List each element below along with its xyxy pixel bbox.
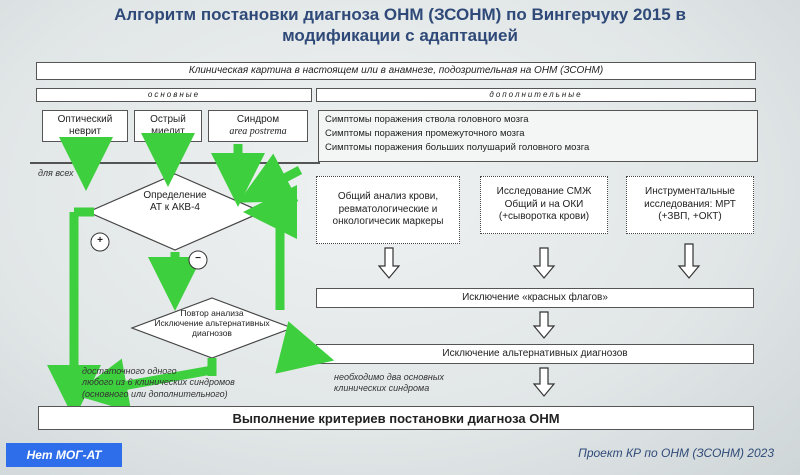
clinical-picture-header: Клиническая картина в настоящем или в ан…	[36, 62, 756, 80]
antibody-test-line-1: Определение	[143, 190, 207, 201]
sufficient-note: достаточного одного любого из 6 клиничес…	[82, 366, 292, 400]
symptom-diencephalon: Симптомы поражения промежуточного мозга	[325, 127, 525, 139]
additional-criteria-header: дополнительные	[316, 88, 756, 102]
negative-sign: −	[195, 253, 201, 264]
csf-tests-label: Исследование СМЖ Общий и на ОКИ (+сыворо…	[496, 186, 592, 223]
required-note-line-1: необходимо два основных	[334, 372, 445, 382]
title-line-2: модификации с адаптацией	[282, 26, 518, 46]
arrow-symptoms-to-diamond	[238, 153, 303, 203]
repeat-analysis-line-3: диагнозов	[192, 328, 232, 339]
positive-circle	[90, 232, 110, 252]
repeat-analysis-line-2: Исключение альтернативных	[154, 318, 270, 329]
project-footer: Проект КР по ОНМ (ЗСОНМ) 2023	[578, 446, 774, 460]
title-line-1: Алгоритм постановки диагноза ОНМ (ЗСОНМ)…	[114, 5, 686, 24]
repeat-analysis-text: Повтор анализа Исключение альтернативных…	[148, 308, 276, 339]
red-flags-exclusion-box: Исключение «красных флагов»	[316, 288, 754, 308]
required-note: необходимо два основных клинических синд…	[334, 372, 494, 395]
negative-circle	[188, 250, 208, 270]
csf-tests-box: Исследование СМЖ Общий и на ОКИ (+сыворо…	[480, 176, 608, 234]
no-mog-badge: Нет МОГ-АТ	[6, 443, 122, 467]
area-postrema-box: Синдром area postrema	[208, 110, 308, 142]
symptom-brainstem: Симптомы поражения ствола головного мозг…	[325, 114, 529, 125]
blood-tests-label: Общий анализ крови, ревматологические и …	[332, 191, 444, 228]
required-note-line-2: клинических синдрома	[334, 383, 430, 394]
hollow-arrow-red-flags	[532, 311, 556, 339]
additional-symptoms-box: Симптомы поражения ствола головного мозг…	[318, 110, 758, 162]
instrumental-tests-box: Инструментальные исследования: МРТ (+ЗВП…	[626, 176, 754, 234]
area-postrema-label-2: area postrema	[229, 126, 287, 137]
acute-myelitis-label: Острый миелит	[150, 113, 186, 138]
arrow-to-alternatives	[275, 321, 335, 374]
final-criteria-box: Выполнение критериев постановки диагноза…	[38, 406, 754, 430]
sufficient-note-line-3: (основного или дополнительного)	[82, 388, 228, 399]
slide-title: Алгоритм постановки диагноза ОНМ (ЗСОНМ)…	[30, 4, 770, 47]
optic-neuritis-label: Оптический неврит	[57, 113, 113, 138]
blood-tests-box: Общий анализ крови, ревматологические и …	[316, 176, 460, 244]
main-criteria-header: основные	[36, 88, 312, 102]
sufficient-note-line-1: достаточного одного	[82, 366, 177, 376]
sufficient-note-line-2: любого из 6 клинических синдромов	[82, 377, 235, 388]
arrow-repeat-to-final	[73, 358, 213, 412]
hollow-arrow-blood	[377, 247, 401, 279]
positive-sign: +	[97, 235, 103, 246]
for-all-label: для всех	[38, 168, 74, 178]
instrumental-tests-label: Инструментальные исследования: МРТ (+ЗВП…	[644, 186, 736, 223]
antibody-test-line-2: АТ к АКВ-4	[150, 202, 200, 213]
symptom-hemispheres: Симптомы поражения больших полушарий гол…	[325, 141, 590, 153]
hollow-arrow-instrumental	[677, 243, 701, 279]
area-postrema-label-1: Синдром	[236, 113, 280, 125]
hollow-arrow-alternatives	[532, 367, 556, 397]
hollow-arrow-csf	[532, 247, 556, 279]
repeat-analysis-line-1: Повтор анализа	[180, 308, 244, 318]
antibody-test-text: Определение АТ к АКВ-4	[125, 190, 225, 214]
